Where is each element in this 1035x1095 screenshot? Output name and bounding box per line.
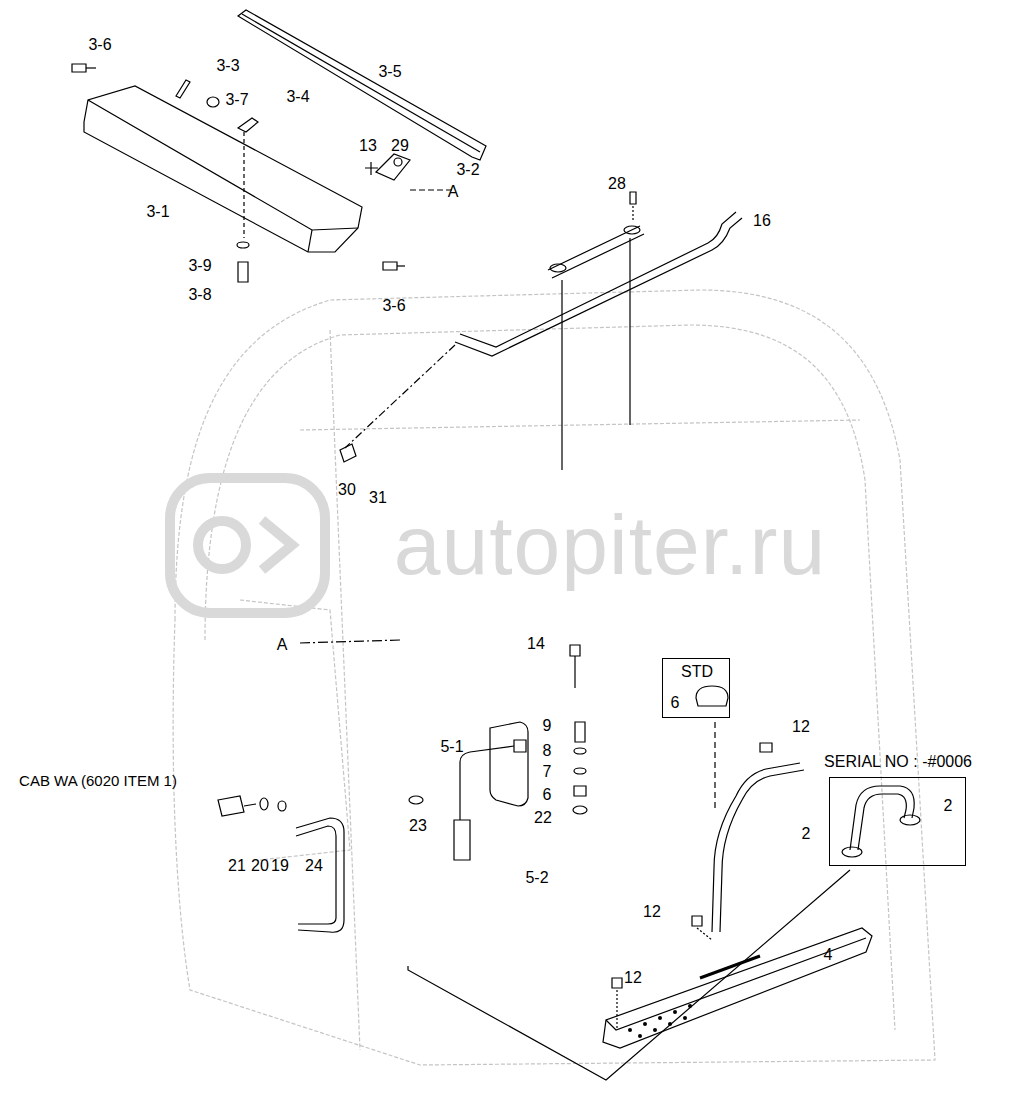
step [408,870,872,1080]
callout-number: 3-7 [225,92,248,108]
variant-box: STD6 [662,658,730,718]
callout-number: 31 [369,490,387,506]
serial-handle [842,786,920,857]
callout-number: 3-8 [188,287,211,303]
callout-number: 2 [802,826,811,842]
callout-number: 30 [338,482,356,498]
mirror [409,645,587,860]
callout-number: 3-3 [216,58,239,74]
callout-number: 3-5 [378,64,401,80]
callout-number: 13 [359,138,377,154]
callout-number: 9 [543,718,552,734]
callout-number: 5-2 [525,870,548,886]
callout-number: 7 [543,764,552,780]
callout-number: 3-2 [456,162,479,178]
callout-number: 16 [753,213,771,229]
serial-box: SERIAL NO : -#00062 [829,777,966,866]
left-handle [218,796,344,932]
callout-number: 6 [671,695,680,711]
callout-number: 3-6 [88,37,111,53]
callout-number: A [448,184,459,200]
small-parts [72,64,636,282]
cab-outline [173,290,935,1065]
callout-number: 3-1 [146,204,169,220]
callout-number: 8 [543,743,552,759]
callout-number: 6 [543,787,552,803]
callout-number: 2 [944,798,953,814]
callout-number: 4 [824,947,833,963]
reference-line [300,640,400,643]
callout-number: 12 [624,970,642,986]
callout-number: 22 [534,810,552,826]
callout-number: 28 [608,176,626,192]
callout-number: 5-1 [440,739,463,755]
callout-number: 23 [409,818,427,834]
callout-number: 12 [792,719,810,735]
callout-number: 14 [527,636,545,652]
callout-number: 3-9 [188,258,211,274]
sealing-strip [238,10,486,160]
assembly-note: CAB WA (6020 ITEM 1) [19,773,177,788]
callout-number: 3-4 [286,89,309,105]
right-handle [692,743,804,940]
callout-number: 20 [251,858,269,874]
sun-visor [84,86,362,252]
callout-number: 3-6 [382,298,405,314]
callout-number: 19 [271,858,289,874]
watermark: autopiter.ru [394,503,826,587]
callout-number: 21 [228,858,246,874]
cap [696,686,728,810]
callout-number: 29 [391,138,409,154]
box-heading: STD [681,664,713,680]
callout-number: A [277,637,288,653]
grab-rail [340,212,742,470]
watermark-logo [170,478,325,613]
callout-number: 24 [305,858,323,874]
box-heading: SERIAL NO : -#0006 [824,754,972,770]
callout-number: 12 [643,904,661,920]
